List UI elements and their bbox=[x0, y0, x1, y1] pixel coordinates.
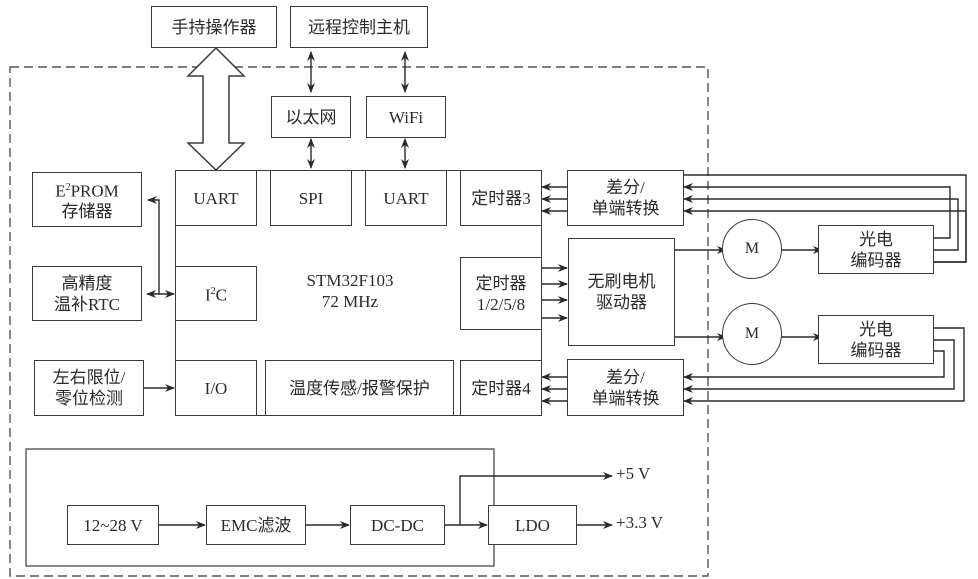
uart1-label: UART bbox=[193, 188, 239, 208]
timer3-label: 定时器3 bbox=[471, 188, 531, 208]
ethernet-box: 以太网 bbox=[271, 96, 351, 138]
dcdc-label: DC-DC bbox=[371, 515, 424, 535]
temp-protection-box: 温度传感/报警保护 bbox=[265, 360, 454, 416]
wifi-box: WiFi bbox=[366, 96, 446, 138]
ldo-box: LDO bbox=[488, 505, 577, 545]
handheld-label: 手持操作器 bbox=[171, 17, 257, 37]
motor1-label: M bbox=[744, 240, 760, 257]
emc-filter-box: EMC滤波 bbox=[206, 505, 306, 545]
encoder-1-box: 光电编码器 bbox=[818, 225, 934, 274]
dcdc-box: DC-DC bbox=[350, 505, 445, 545]
io-box: I/O bbox=[175, 360, 257, 416]
diff-converter-1-box: 差分/单端转换 bbox=[567, 170, 684, 226]
power-input-label: 12~28 V bbox=[83, 515, 143, 535]
timers-ids: 1/2/5/8 bbox=[476, 294, 526, 314]
diff2-label-2: 单端转换 bbox=[591, 388, 660, 408]
io-label: I/O bbox=[204, 378, 228, 398]
spi-box: SPI bbox=[270, 170, 352, 226]
handheld-controller-box: 手持操作器 bbox=[151, 6, 277, 48]
uart1-box: UART bbox=[175, 170, 257, 226]
enc1-label-2: 编码器 bbox=[850, 250, 902, 270]
bldc-driver-box: 无刷电机驱动器 bbox=[568, 238, 675, 346]
rtc-label-2: 温补RTC bbox=[53, 294, 121, 314]
timer3-box: 定时器3 bbox=[460, 170, 542, 226]
i2c-label: I2C bbox=[204, 285, 227, 305]
motor2-label: M bbox=[744, 325, 760, 342]
timer4-label: 定时器4 bbox=[471, 378, 531, 398]
eeprom-label-2: 存储器 bbox=[61, 202, 113, 222]
motor-2: M bbox=[722, 303, 782, 365]
rtc-box: 高精度温补RTC bbox=[32, 266, 142, 321]
ethernet-label: 以太网 bbox=[285, 107, 337, 127]
enc2-label-1: 光电 bbox=[859, 319, 893, 339]
output-3v3: +3.3 V bbox=[616, 513, 664, 532]
mcu-label: STM32F103 72 MHz bbox=[260, 270, 440, 312]
encoder-2-box: 光电编码器 bbox=[818, 315, 934, 364]
limit-label-2: 零位检测 bbox=[55, 389, 123, 408]
enc2-label-2: 编码器 bbox=[850, 340, 902, 360]
i2c-box: I2C bbox=[175, 266, 257, 321]
timers-label: 定时器 bbox=[475, 273, 527, 293]
driver-label-1: 无刷电机 bbox=[587, 272, 656, 291]
ldo-label: LDO bbox=[515, 515, 550, 535]
timer4-box: 定时器4 bbox=[460, 360, 542, 416]
driver-label-2: 驱动器 bbox=[596, 293, 647, 312]
uart2-box: UART bbox=[365, 170, 447, 226]
temp-label: 温度传感/报警保护 bbox=[289, 378, 430, 398]
rtc-label-1: 高精度 bbox=[61, 273, 113, 293]
power-input-box: 12~28 V bbox=[67, 505, 159, 545]
diff2-label-1: 差分/ bbox=[606, 367, 645, 387]
limit-switch-box: 左右限位/零位检测 bbox=[34, 360, 144, 416]
eeprom-label-1: E2PROM bbox=[55, 181, 119, 201]
motor-1: M bbox=[722, 219, 782, 279]
diff-converter-2-box: 差分/单端转换 bbox=[567, 359, 684, 416]
limit-label-1: 左右限位/ bbox=[52, 368, 126, 387]
uart2-label: UART bbox=[383, 188, 429, 208]
system-boundary bbox=[9, 66, 709, 577]
enc1-label-1: 光电 bbox=[859, 229, 893, 249]
wifi-label: WiFi bbox=[388, 107, 424, 127]
mcu-name: STM32F103 bbox=[306, 271, 394, 290]
spi-label: SPI bbox=[298, 188, 324, 208]
diff1-label-2: 单端转换 bbox=[591, 199, 660, 218]
output-5v: +5 V bbox=[616, 464, 651, 483]
remote-host-label: 远程控制主机 bbox=[308, 17, 410, 37]
remote-host-box: 远程控制主机 bbox=[290, 6, 428, 48]
diff1-label-1: 差分/ bbox=[606, 178, 645, 197]
emc-label: EMC滤波 bbox=[220, 515, 292, 535]
mcu-frequency: 72 MHz bbox=[321, 292, 379, 311]
